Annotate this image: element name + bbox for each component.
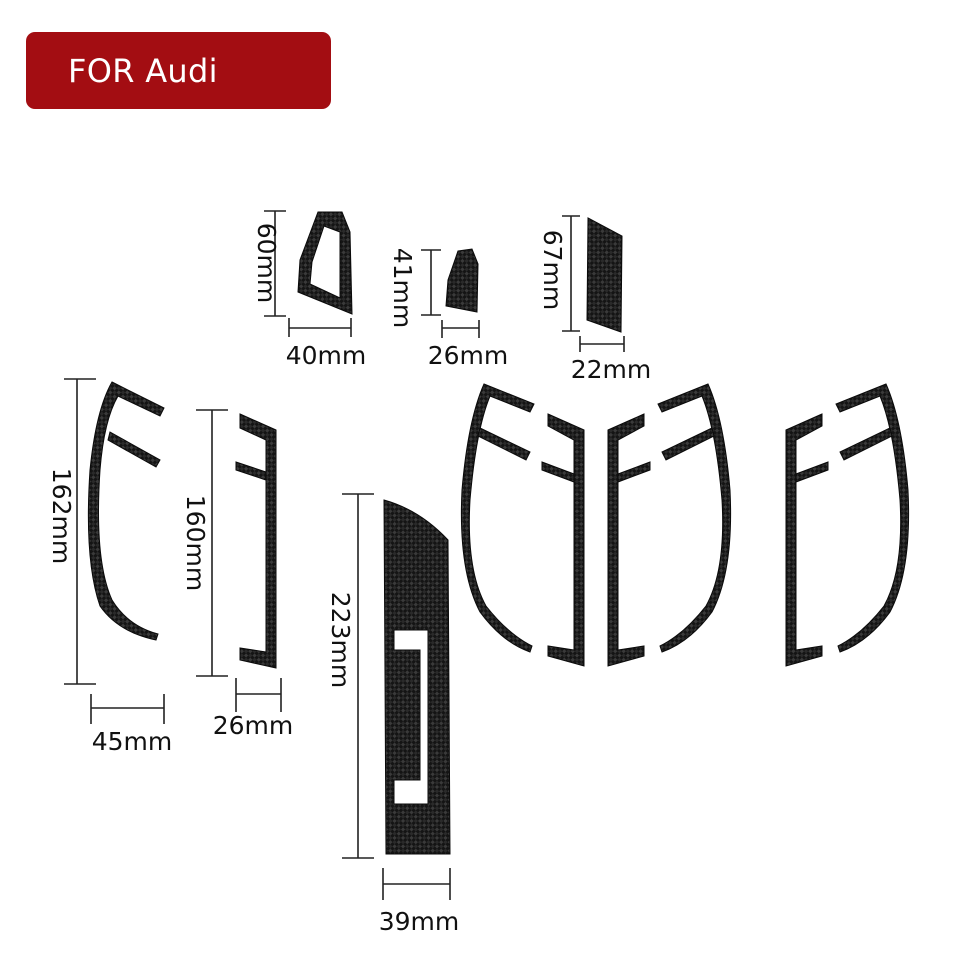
dimension-frame-a: 162mm 45mm xyxy=(47,378,173,756)
dimension-frame-b: 160mm 26mm xyxy=(181,409,294,740)
dimension-label-frame-b-height: 160mm xyxy=(181,495,210,591)
assembled-frame-2 xyxy=(607,383,732,667)
dimension-label-panel-height: 223mm xyxy=(326,592,355,688)
dimension-small-c: 67mm 22mm xyxy=(538,215,652,384)
brand-badge: FOR Audi xyxy=(26,32,331,109)
assembled-frame-1 xyxy=(460,383,585,667)
dimension-label-small-b-width: 26mm xyxy=(428,341,509,370)
dimension-label-small-a-height: 60mm xyxy=(252,223,281,304)
dimension-label-panel-width: 39mm xyxy=(379,907,460,936)
dimension-label-frame-a-width: 45mm xyxy=(92,727,173,756)
brand-badge-label: FOR Audi xyxy=(68,51,218,90)
dimension-label-small-c-height: 67mm xyxy=(538,230,567,311)
trim-piece-small-b xyxy=(445,248,479,313)
trim-piece-small-a xyxy=(297,211,353,315)
dimension-label-frame-b-width: 26mm xyxy=(213,711,294,740)
trim-frame-a xyxy=(87,381,165,641)
trim-piece-small-c xyxy=(586,217,623,333)
dimension-label-small-a-width: 40mm xyxy=(286,341,367,370)
dimension-label-frame-a-height: 162mm xyxy=(47,468,76,564)
dimension-panel: 223mm 39mm xyxy=(326,493,460,936)
dimension-label-small-b-height: 41mm xyxy=(388,248,417,329)
trim-panel xyxy=(383,499,451,855)
dimension-label-small-c-width: 22mm xyxy=(571,355,652,384)
dimension-small-a: 60mm 40mm xyxy=(252,210,367,370)
trim-frame-b xyxy=(235,413,277,669)
assembled-frame-3 xyxy=(785,383,910,667)
dimension-small-b: 41mm 26mm xyxy=(388,248,508,370)
